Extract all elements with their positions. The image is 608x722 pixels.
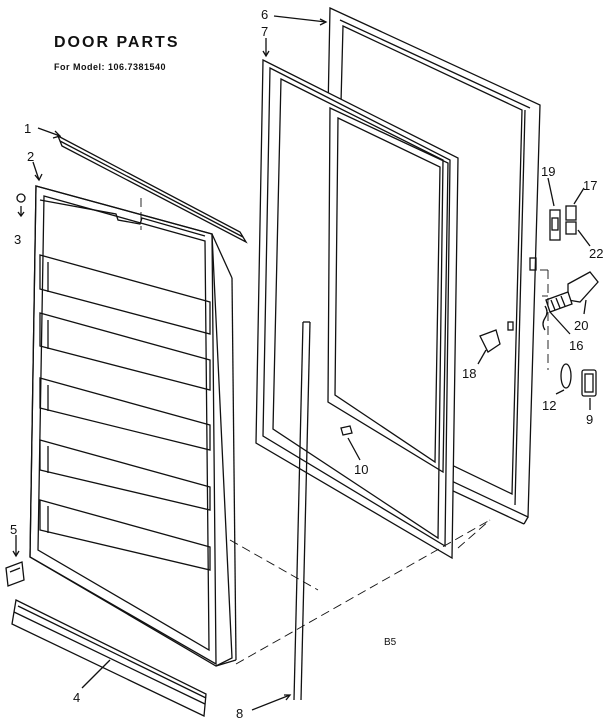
- callout-18: 18: [462, 366, 476, 381]
- gasket-strip: [293, 321, 311, 701]
- diagram-title: DOOR PARTS: [54, 34, 180, 51]
- callout-2: 2: [27, 149, 34, 164]
- callout-4: 4: [73, 690, 80, 705]
- callout-leaders: [12, 15, 591, 711]
- callout-22: 22: [589, 246, 603, 261]
- callout-labels: 1 2 3 4 5 6 7 8 9 10 12 16 17 18 19 20 2…: [10, 7, 603, 721]
- callout-8: 8: [236, 706, 243, 721]
- callout-1: 1: [24, 121, 31, 136]
- bottom-trim-strip: [11, 599, 207, 717]
- top-trim-strip: [56, 134, 248, 244]
- callout-5: 5: [10, 522, 17, 537]
- screw: [16, 193, 26, 218]
- callout-9: 9: [586, 412, 593, 427]
- callout-3: 3: [14, 232, 21, 247]
- callout-16: 16: [569, 338, 583, 353]
- door-liner: [29, 185, 237, 667]
- spring-16: [542, 305, 548, 331]
- latch-block-19: [549, 209, 561, 241]
- cap-12: [560, 363, 572, 389]
- model-subtitle: For Model: 106.7381540: [54, 62, 167, 72]
- cover-9: [581, 369, 597, 397]
- small-clip-10: [340, 425, 353, 436]
- callout-19: 19: [541, 164, 555, 179]
- callout-6: 6: [261, 7, 268, 22]
- gasket-frame: [255, 58, 459, 560]
- guide-lines: [140, 198, 549, 665]
- callout-10: 10: [354, 462, 368, 477]
- bracket-18: [479, 321, 514, 353]
- hinge-clip: [5, 561, 25, 587]
- small-plate-17: [565, 205, 577, 221]
- callout-7: 7: [261, 24, 268, 39]
- callout-17: 17: [583, 178, 597, 193]
- callout-20: 20: [574, 318, 588, 333]
- callout-12: 12: [542, 398, 556, 413]
- door-handle-20: [545, 271, 599, 313]
- figure-code: B5: [384, 637, 397, 648]
- small-plate-22: [565, 221, 577, 235]
